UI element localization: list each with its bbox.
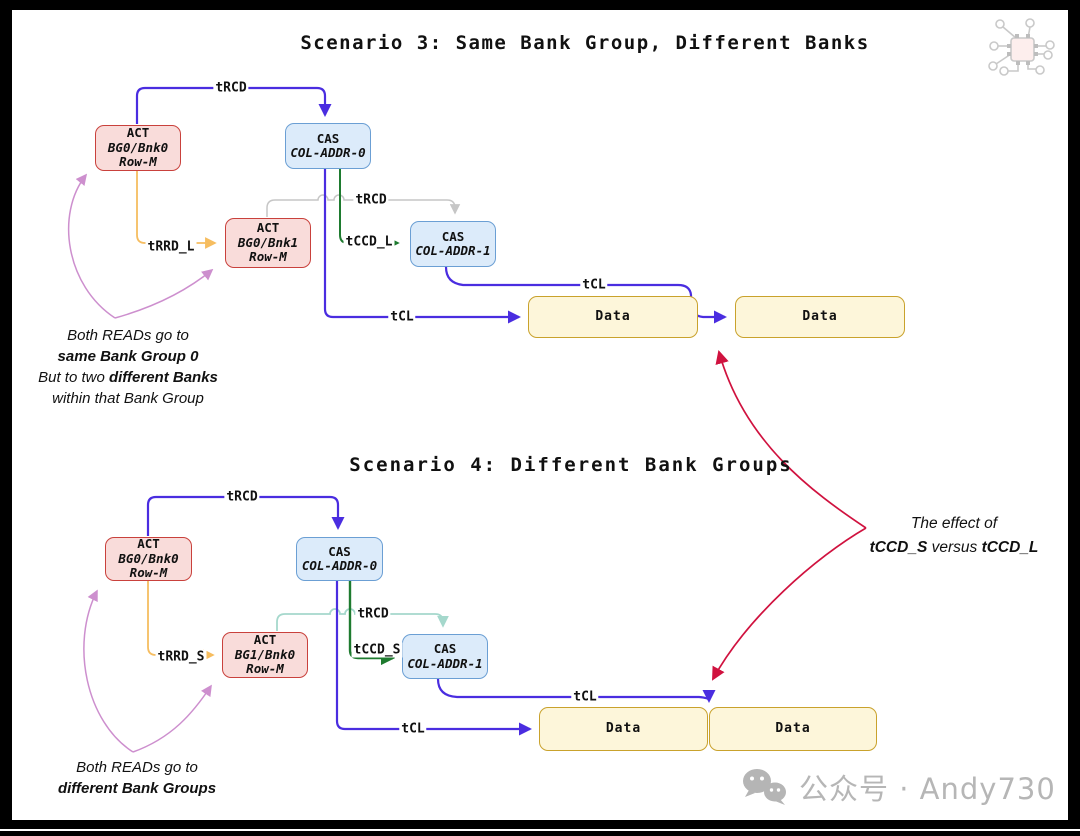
- s3-act2-title: ACT: [256, 220, 280, 236]
- s3-annotation-line3: But to two different Banks: [38, 369, 218, 386]
- s4-data2-label: Data: [775, 720, 811, 736]
- wechat-icon: [743, 769, 786, 805]
- s4-cas2-title: CAS: [433, 641, 457, 656]
- s4-cas1-title: CAS: [328, 543, 351, 559]
- s3-act1-row: Row-M: [119, 154, 157, 170]
- s3-cas2-box: CAS COL-ADDR-1: [410, 221, 496, 267]
- s3-tcl-left-label: tCL: [388, 309, 416, 325]
- s4-cas1-box: CAS COL-ADDR-0: [296, 537, 383, 581]
- s3-annotation: Both READs go to same Bank Group 0 But t…: [22, 325, 234, 409]
- frame-bottom-line: [0, 829, 1080, 831]
- s3-act1-box: ACT BG0/Bnk0 Row-M: [95, 125, 181, 171]
- s3-act2-addr: BG0/Bnk1: [237, 234, 299, 250]
- s3-cas1-title: CAS: [316, 130, 340, 146]
- s4-act2-row: Row-M: [246, 661, 284, 677]
- s4-act1-addr: BG0/Bnk0: [118, 550, 179, 566]
- effect-note-line1: The effect of: [910, 515, 998, 532]
- s4-cas2-box: CAS COL-ADDR-1: [402, 634, 488, 679]
- s4-annotation-line2: different Bank Groups: [57, 780, 217, 797]
- s3-annotation-line2: same Bank Group 0: [57, 348, 199, 365]
- s3-annotation-line1: Both READs go to: [67, 327, 189, 344]
- s3-trcd-top-label: tRCD: [213, 80, 249, 96]
- s3-cas2-title: CAS: [441, 228, 465, 244]
- s3-cas1-box: CAS COL-ADDR-0: [285, 123, 371, 169]
- s3-tcl-right-label: tCL: [580, 277, 608, 293]
- effect-note-line2: tCCD_S versus tCCD_L: [869, 539, 1039, 556]
- s4-annotation: Both READs go to different Bank Groups: [31, 757, 243, 799]
- s3-cas1-addr: COL-ADDR-0: [290, 145, 366, 160]
- s4-act2-addr: BG1/Bnk0: [234, 646, 296, 662]
- s4-data1-label: Data: [605, 720, 642, 736]
- s4-act2-title: ACT: [253, 632, 277, 648]
- watermark-text: 公众号 · Andy730: [799, 772, 1056, 806]
- s3-trrd-label: tRRD_L: [145, 239, 197, 255]
- s3-act2-row: Row-M: [249, 249, 287, 265]
- s4-act1-title: ACT: [137, 536, 160, 552]
- s3-act1-title: ACT: [126, 125, 150, 141]
- effect-note: The effect of tCCD_S versus tCCD_L: [848, 512, 1060, 560]
- s4-tccd-label: tCCD_S: [351, 642, 403, 658]
- scenario3-title: Scenario 3: Same Bank Group, Different B…: [300, 32, 870, 54]
- s4-cas1-addr: COL-ADDR-0: [301, 558, 378, 573]
- s3-annotation-line4: within that Bank Group: [52, 390, 204, 407]
- scenario4-title: Scenario 4: Different Bank Groups: [349, 454, 793, 476]
- s3-data2-label: Data: [802, 308, 838, 324]
- s4-data2-box: Data: [709, 707, 877, 751]
- s3-data1-label: Data: [595, 308, 631, 324]
- s4-tcl-right-label: tCL: [571, 689, 599, 705]
- s3-act1-addr: BG0/Bnk0: [107, 139, 169, 155]
- s3-tccd-label: tCCD_L: [343, 234, 395, 250]
- s3-trcd-mid-label: tRCD: [353, 192, 389, 208]
- s4-act1-box: ACT BG0/Bnk0 Row-M: [105, 537, 192, 581]
- s4-cas2-addr: COL-ADDR-1: [407, 655, 483, 671]
- s4-act2-box: ACT BG1/Bnk0 Row-M: [222, 632, 308, 678]
- s4-act1-row: Row-M: [129, 565, 168, 581]
- s4-data1-box: Data: [539, 707, 708, 751]
- s4-annotation-line1: Both READs go to: [76, 759, 198, 776]
- s3-act2-box: ACT BG0/Bnk1 Row-M: [225, 218, 311, 268]
- s4-trrd-label: tRRD_S: [155, 649, 207, 665]
- s3-data1-box: Data: [528, 296, 698, 338]
- s3-cas2-addr: COL-ADDR-1: [415, 243, 491, 258]
- s4-trcd-mid-label: tRCD: [355, 606, 391, 622]
- s3-data2-box: Data: [735, 296, 905, 338]
- s4-trcd-top-label: tRCD: [224, 489, 260, 505]
- watermark: 公众号 · Andy730: [742, 766, 1056, 808]
- s4-tcl-left-label: tCL: [399, 721, 427, 737]
